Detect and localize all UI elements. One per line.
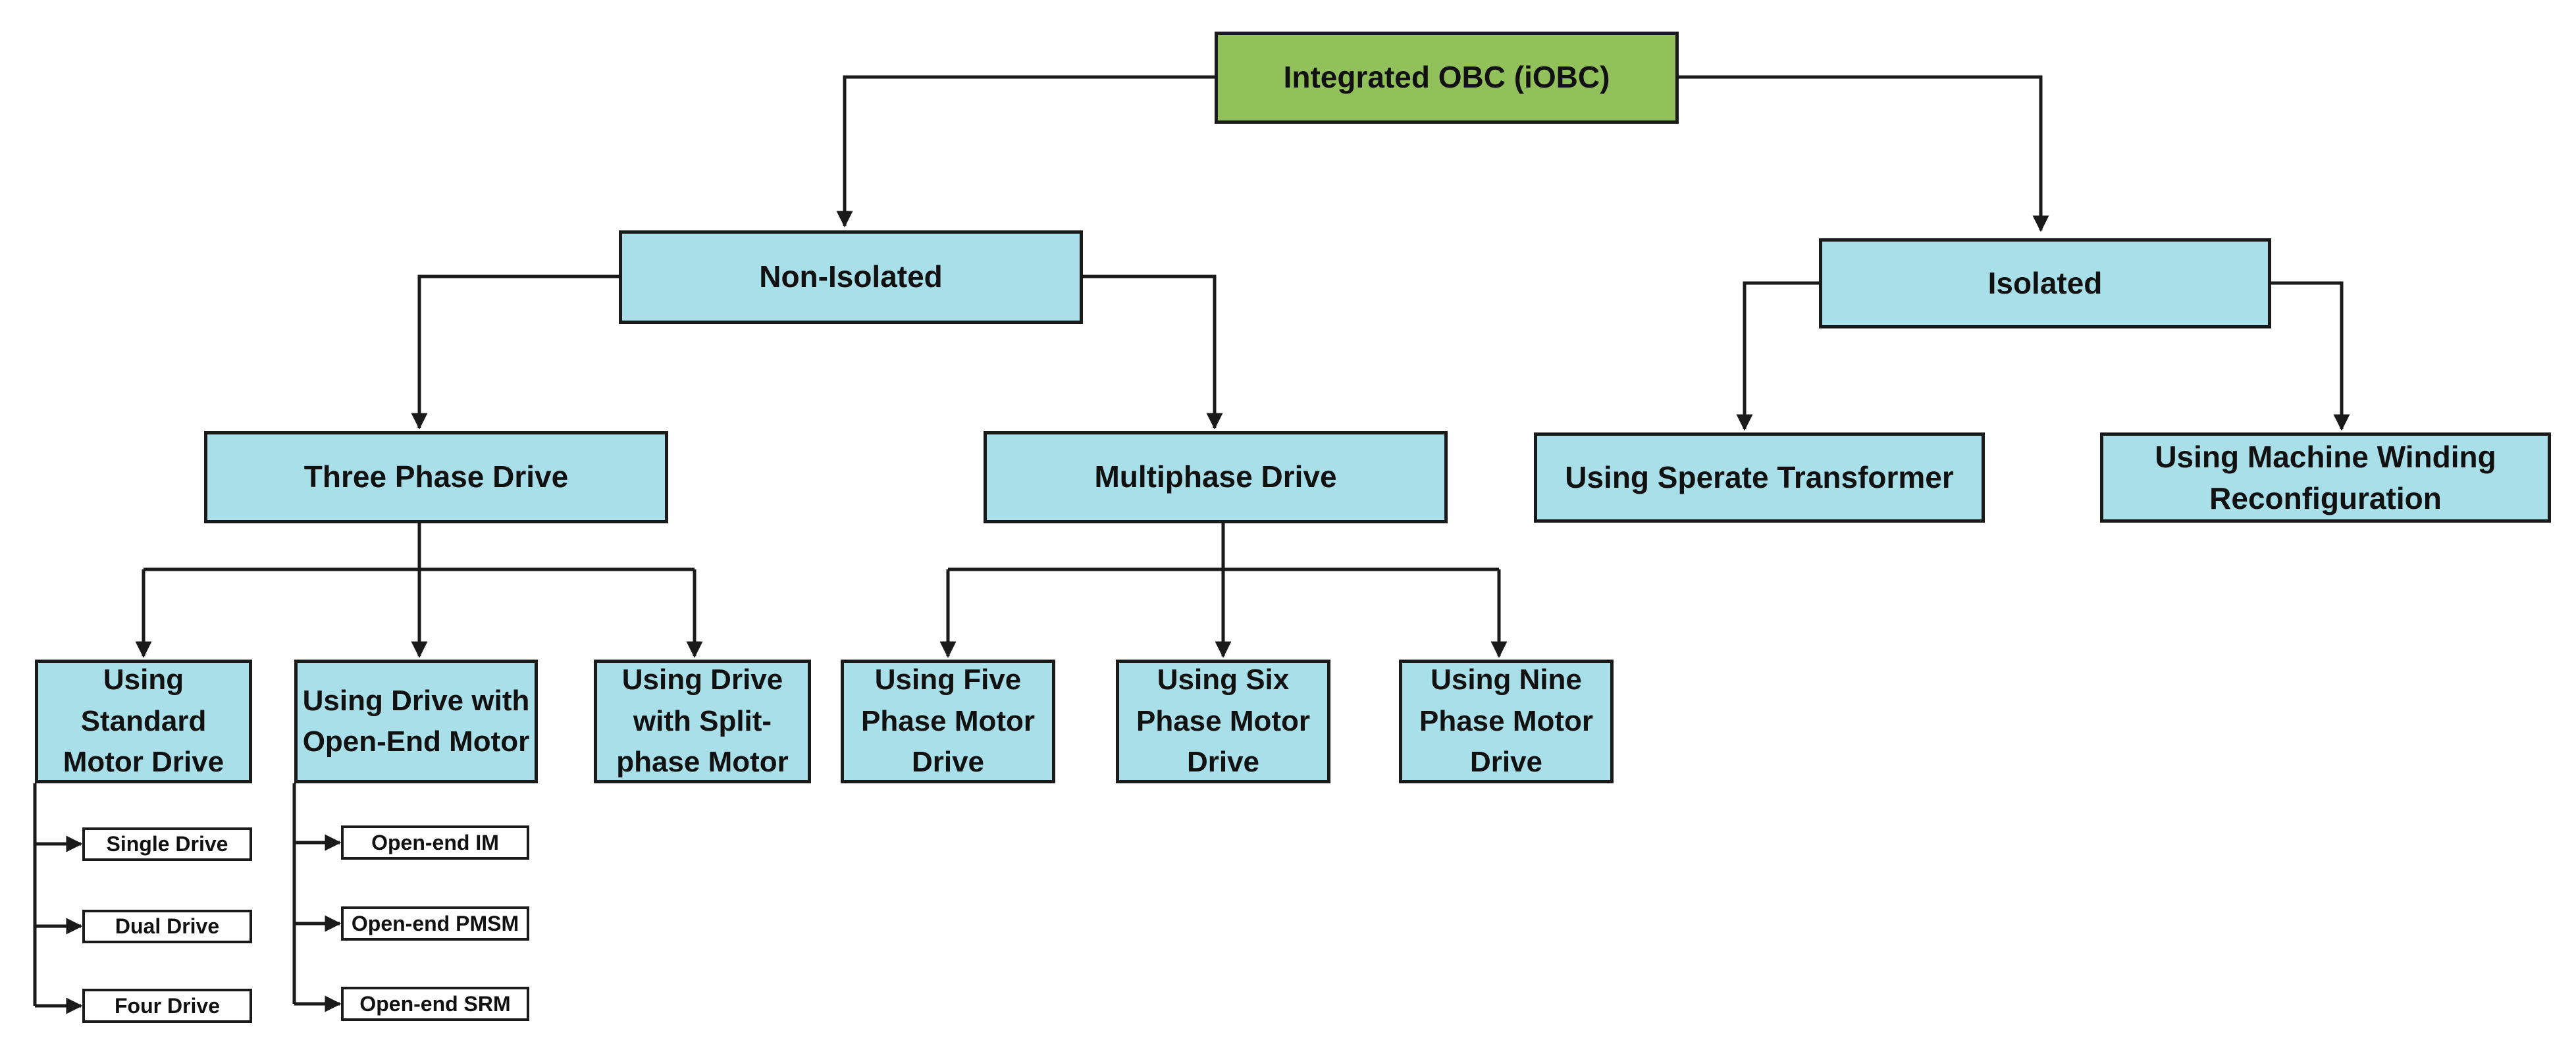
open-end-motor-node: Using Drive with Open-End Motor [294, 660, 538, 783]
non-isolated-node: Non-Isolated [619, 230, 1083, 324]
machine-winding-node: Using Machine Winding Reconfiguration [2100, 432, 2551, 523]
four-drive-node: Four Drive [82, 989, 252, 1023]
open-end-im-node: Open-end IM [341, 825, 529, 860]
split-phase-motor-node: Using Drive with Split-phase Motor [594, 660, 811, 783]
nine-phase-motor-node: Using Nine Phase Motor Drive [1399, 660, 1614, 783]
separate-transformer-node: Using Sperate Transformer [1534, 432, 1985, 523]
six-phase-motor-node: Using Six Phase Motor Drive [1116, 660, 1330, 783]
dual-drive-node: Dual Drive [82, 910, 252, 943]
single-drive-node: Single Drive [82, 827, 252, 861]
standard-motor-drive-node: Using Standard Motor Drive [35, 660, 252, 783]
three-phase-drive-node: Three Phase Drive [204, 431, 668, 523]
open-end-srm-node: Open-end SRM [341, 987, 529, 1021]
multiphase-drive-node: Multiphase Drive [984, 431, 1448, 523]
five-phase-motor-node: Using Five Phase Motor Drive [841, 660, 1055, 783]
open-end-pmsm-node: Open-end PMSM [341, 906, 529, 941]
integrated-obc-node: Integrated OBC (iOBC) [1215, 32, 1679, 124]
isolated-node: Isolated [1819, 238, 2271, 328]
